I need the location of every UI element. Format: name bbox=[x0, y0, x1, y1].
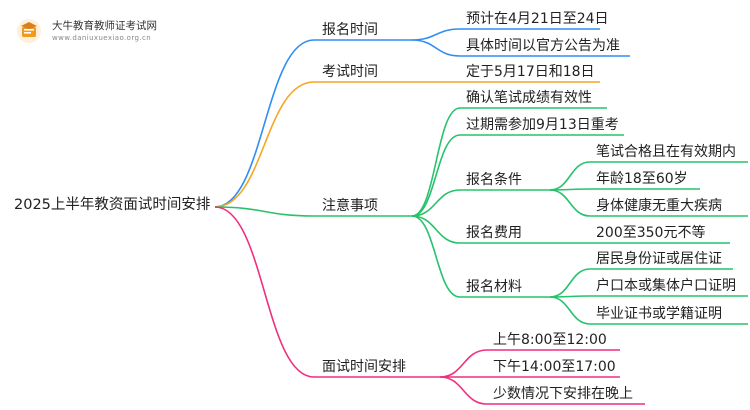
edge-subtopic-3-5-leaf-3 bbox=[549, 296, 591, 325]
edge-branch-3-child-2 bbox=[411, 134, 461, 217]
mindmap-edges bbox=[214, 28, 748, 405]
graduation-book-icon bbox=[17, 19, 41, 43]
leaf-topic-3-3-1: 笔试合格且在有效期内 bbox=[596, 144, 736, 160]
edge-root-branch-3 bbox=[214, 206, 315, 217]
edge-branch-3-child-5 bbox=[411, 215, 461, 298]
leaf-topic-3-3-3: 身体健康无重大疾病 bbox=[596, 197, 722, 214]
edge-branch-3-child-4 bbox=[411, 215, 461, 244]
site-logo: 大牛教育教师证考试网 www.daniuxuexiao.org.cn bbox=[14, 14, 214, 50]
edge-subtopic-3-5-leaf-1 bbox=[549, 268, 591, 298]
subtopic-3-4: 报名费用 bbox=[466, 225, 522, 241]
leaf-topic-3-5-3: 毕业证书或学籍证明 bbox=[596, 305, 722, 322]
subtopic-1-2: 具体时间以官方公告为准 bbox=[466, 38, 620, 54]
subtopic-3-5: 报名材料 bbox=[466, 279, 522, 295]
branch-topic-3: 注意事项 bbox=[322, 197, 378, 214]
edge-root-branch-1 bbox=[214, 39, 315, 208]
edge-root-branch-2 bbox=[214, 81, 315, 208]
subtopic-4-3: 少数情况下安排在晚上 bbox=[493, 386, 633, 402]
edge-branch-3-child-3 bbox=[411, 189, 461, 217]
root-topic: 2025上半年教资面试时间安排 bbox=[14, 196, 210, 213]
leaf-topic-3-5-2: 户口本或集体户口证明 bbox=[596, 277, 736, 294]
leaf-topic-3-3-2: 年龄18至60岁 bbox=[596, 171, 688, 187]
subtopic-4-2: 下午14:00至17:00 bbox=[493, 359, 616, 375]
edge-branch-1-child-2 bbox=[411, 39, 461, 57]
subtopic-4-1: 上午8:00至12:00 bbox=[493, 332, 607, 348]
edge-branch-3-child-1 bbox=[411, 107, 461, 217]
edge-branch-4-child-1 bbox=[439, 349, 488, 378]
subtopic-3-2: 过期需参加9月13日重考 bbox=[466, 116, 619, 133]
subtopic-3-1: 确认笔试成绩有效性 bbox=[466, 90, 592, 106]
edge-branch-4-child-3 bbox=[439, 376, 488, 405]
mindmap-nodes: 2025上半年教资面试时间安排 报名时间 预计在4月21日至24日具体时间以官方公告… bbox=[14, 11, 736, 402]
branch-topic-1: 报名时间 bbox=[322, 22, 378, 38]
edge-branch-1-child-1 bbox=[411, 28, 461, 41]
branch-topic-4: 面试时间安排 bbox=[322, 359, 406, 375]
edge-subtopic-3-3-leaf-1 bbox=[549, 161, 591, 191]
leaf-topic-3-5-1: 居民身份证或居住证 bbox=[596, 251, 722, 267]
edge-root-branch-4 bbox=[214, 206, 315, 378]
edge-subtopic-3-3-leaf-3 bbox=[549, 189, 591, 217]
leaf-topic-3-4-1: 200至350元不等 bbox=[596, 224, 705, 241]
subtopic-1-1: 预计在4月21日至24日 bbox=[466, 11, 609, 27]
subtopic-2-1: 定于5月17日和18日 bbox=[466, 64, 595, 80]
logo-title: 大牛教育教师证考试网 bbox=[52, 20, 157, 32]
logo-url: www.daniuxuexiao.org.cn bbox=[52, 34, 152, 42]
subtopic-3-3: 报名条件 bbox=[466, 171, 522, 188]
branch-topic-2: 考试时间 bbox=[322, 64, 378, 80]
